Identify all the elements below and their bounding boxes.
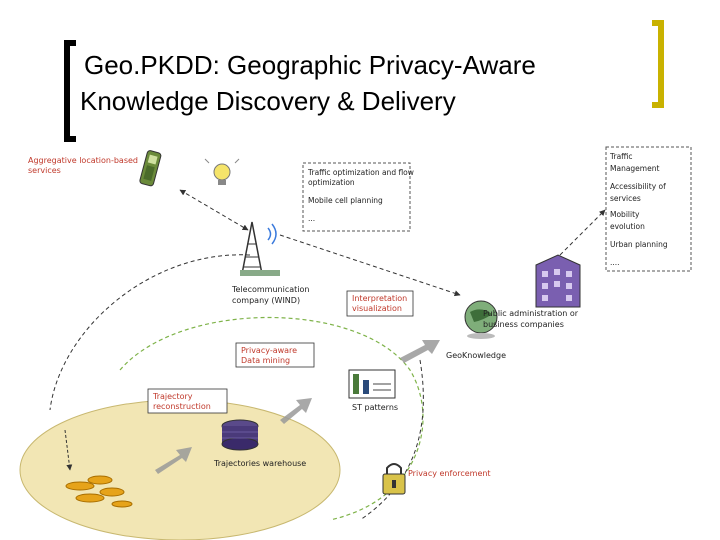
apps-label-8: ....	[610, 258, 620, 267]
optimization-label-1: Traffic optimization and flow	[307, 168, 414, 177]
telecom-label-2: company (WIND)	[232, 296, 300, 305]
aggregative-label-1: Aggregative location-based	[28, 156, 138, 165]
apps-label-6: evolution	[610, 222, 645, 231]
trajectory-reconstruction-label-1: Trajectory	[152, 392, 193, 401]
data-area-oval	[20, 400, 340, 540]
apps-label-1: Traffic	[609, 152, 633, 161]
optimization-label-3: Mobile cell planning	[308, 196, 383, 205]
privacy-enforcement-label: Privacy enforcement	[408, 469, 491, 478]
trajectories-warehouse-label: Trajectories warehouse	[213, 459, 306, 468]
antenna-tower-icon	[240, 222, 280, 276]
apps-label-4: services	[610, 194, 641, 203]
lightbulb-icon	[205, 159, 239, 185]
interpretation-label-2: visualization	[352, 304, 402, 313]
telecom-label-1: Telecommunication	[231, 285, 309, 294]
public-admin-label-2: business companies	[483, 320, 564, 329]
arrow-gray-2	[280, 398, 312, 424]
database-icon	[222, 420, 258, 450]
arrow-phone-to-telecom	[180, 190, 248, 230]
st-patterns-icon	[349, 370, 395, 398]
interpretation-label-1: Interpretation	[352, 294, 407, 303]
arrow-geo-to-apps	[560, 210, 605, 255]
mobile-phone-icon	[139, 150, 161, 186]
geoknowledge-label: GeoKnowledge	[446, 351, 506, 360]
apps-label-5: Mobility	[610, 210, 640, 219]
arrow-gray-3	[400, 340, 440, 363]
apps-label-2: Management	[610, 164, 659, 173]
privacy-mining-label-1: Privacy-aware	[241, 346, 297, 355]
aggregative-label-2: services	[28, 166, 61, 175]
optimization-label-2: optimization	[308, 178, 355, 187]
privacy-mining-label-2: Data mining	[241, 356, 290, 365]
apps-label-7: Urban planning	[610, 240, 668, 249]
data-flow-dashed-arc	[50, 255, 250, 410]
optimization-label-4: ...	[308, 214, 315, 223]
public-admin-label-1: Public administration or	[483, 309, 579, 318]
padlock-icon	[383, 464, 405, 494]
trajectory-reconstruction-label-2: reconstruction	[153, 402, 211, 411]
building-icon	[536, 255, 580, 307]
st-patterns-label: ST patterns	[352, 403, 398, 412]
apps-label-3: Accessibility of	[610, 182, 666, 191]
